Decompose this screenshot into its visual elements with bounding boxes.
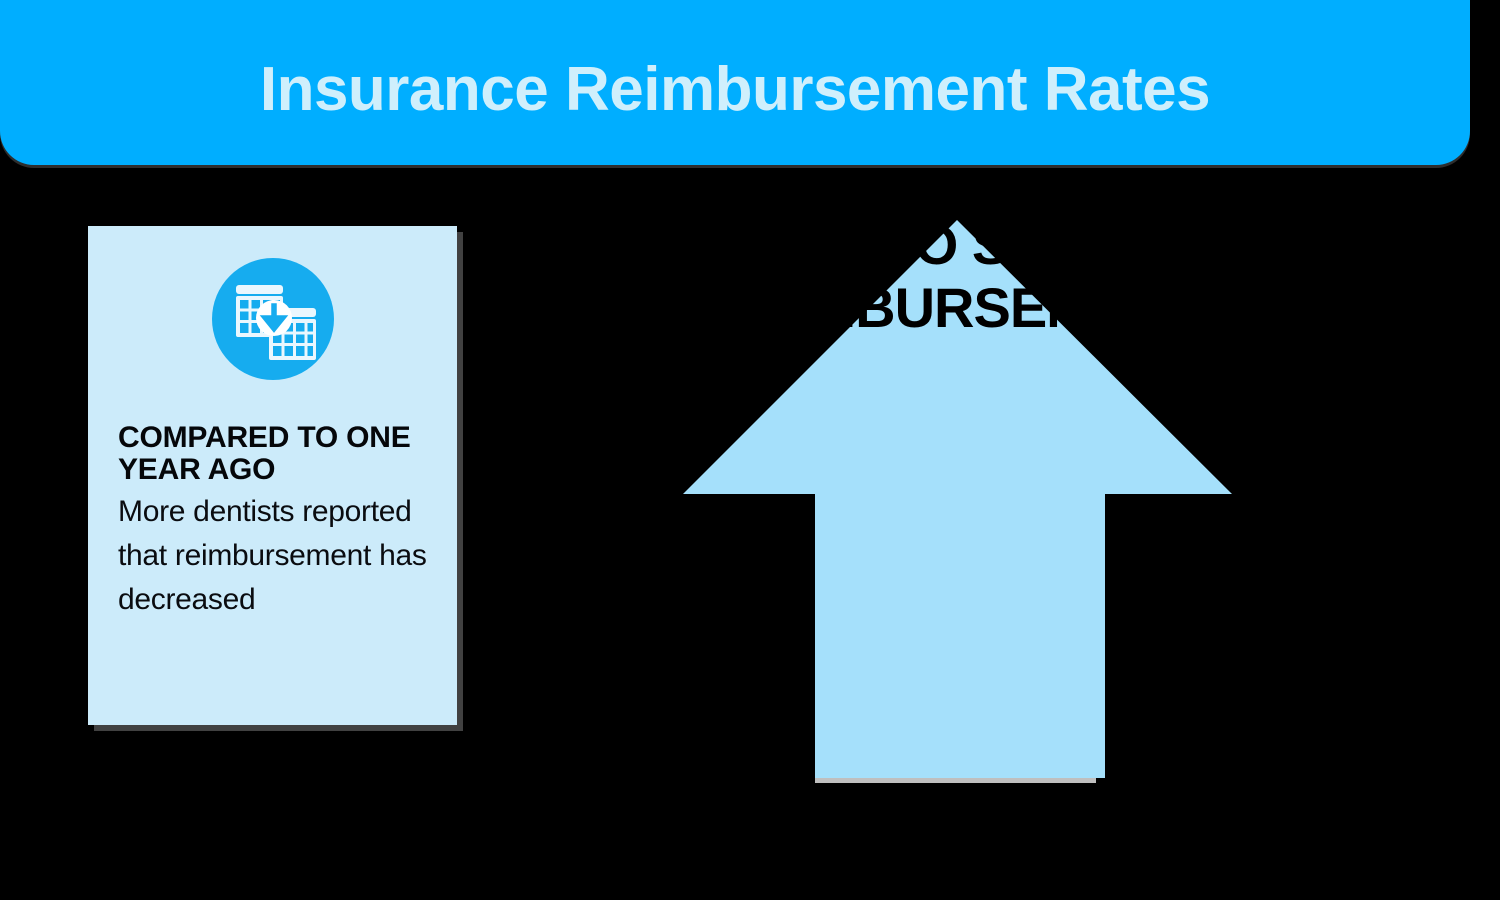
stat-card-text: COMPARED TO ONE YEAR AGO More dentists r… [118,421,435,622]
calendar-comparison-down-arrow-icon [211,258,334,380]
page-title: Insurance Reimbursement Rates [259,55,1211,124]
up-arrow-icon [683,220,1232,778]
stat-card: COMPARED TO ONE YEAR AGO More dentists r… [88,226,457,725]
arrow-base-shadow [815,778,1096,783]
stat-card-icon-container [88,258,457,380]
header-banner: Insurance Reimbursement Rates [0,0,1470,165]
arrow-callout-group: WHO SAW REIMBURSEMENT [660,200,1260,800]
stat-card-body: More dentists reported that reimbursemen… [118,495,427,616]
stat-card-heading: COMPARED TO ONE YEAR AGO [118,421,411,487]
